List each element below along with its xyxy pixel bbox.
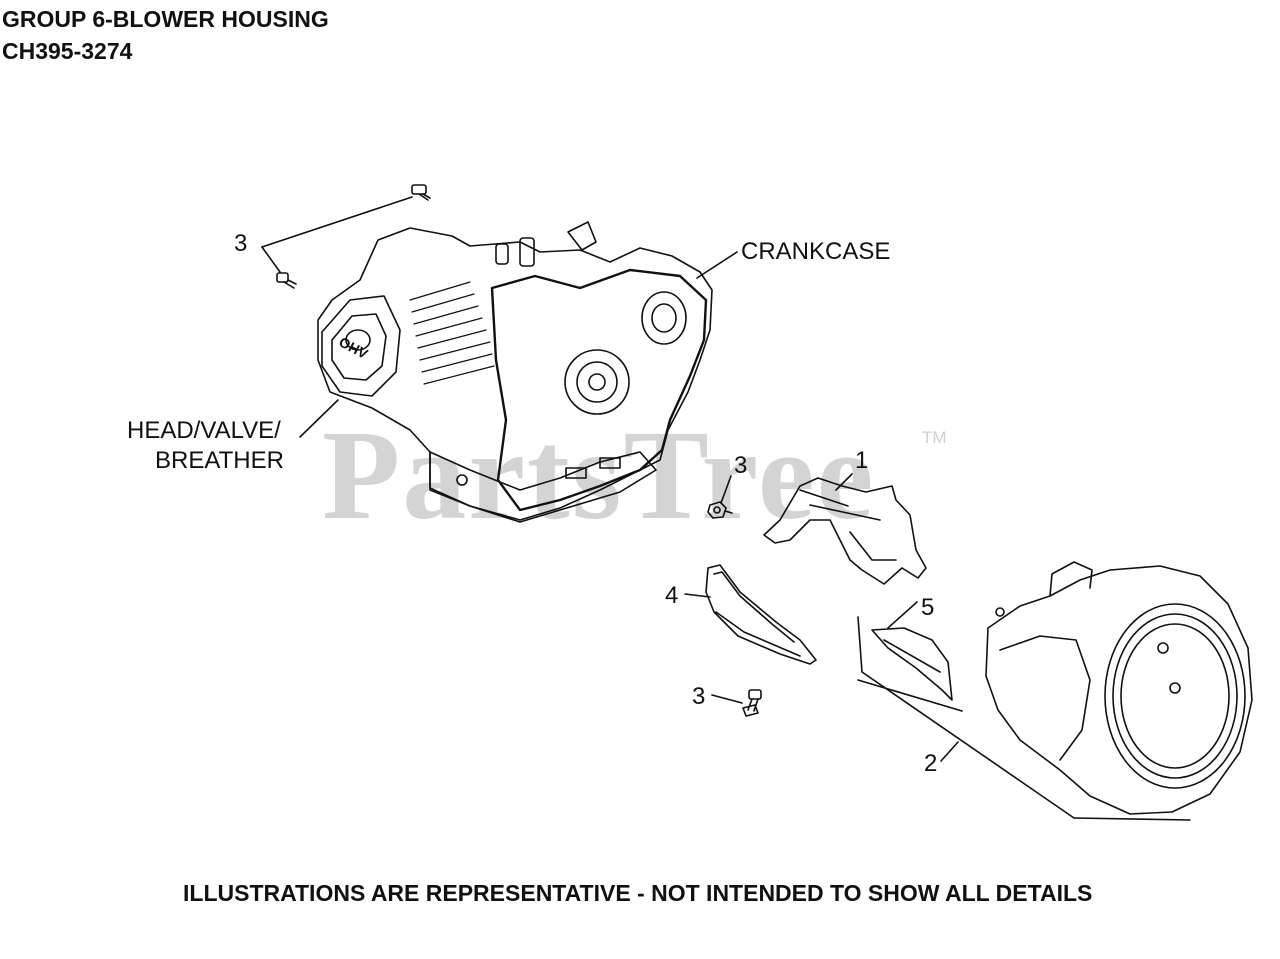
screw-bottom [742,689,762,717]
disclaimer-footer: ILLUSTRATIONS ARE REPRESENTATIVE - NOT I… [183,880,1093,906]
baffle-plate-5 [871,627,953,701]
cylinder-shroud [763,477,927,585]
callout-screw-top: 3 [234,230,248,257]
callout-baffle-5: 5 [921,594,935,621]
engine-assembly [317,221,713,523]
trademark-mark: TM [922,428,947,447]
callout-baffle-4: 4 [665,582,679,609]
diagram-title: GROUP 6-BLOWER HOUSING [2,6,329,32]
label-head-valve: HEAD/VALVE/ [127,417,281,444]
callout-screw-mid: 3 [734,452,748,479]
label-crankcase: CRANKCASE [741,238,891,265]
leader-lines [261,196,959,762]
screw-mid [707,501,733,519]
screw-top-a [411,184,431,201]
blower-housing [857,561,1253,821]
baffle-plate-4 [705,564,817,665]
callout-screw-bottom: 3 [692,683,706,710]
screw-top-b [276,272,297,289]
callout-blower-housing: 2 [924,750,938,777]
label-breather: BREATHER [155,447,284,474]
callout-shroud: 1 [855,447,869,474]
model-number: CH395-3274 [2,38,133,64]
ohv-badge: OHV [336,333,371,362]
